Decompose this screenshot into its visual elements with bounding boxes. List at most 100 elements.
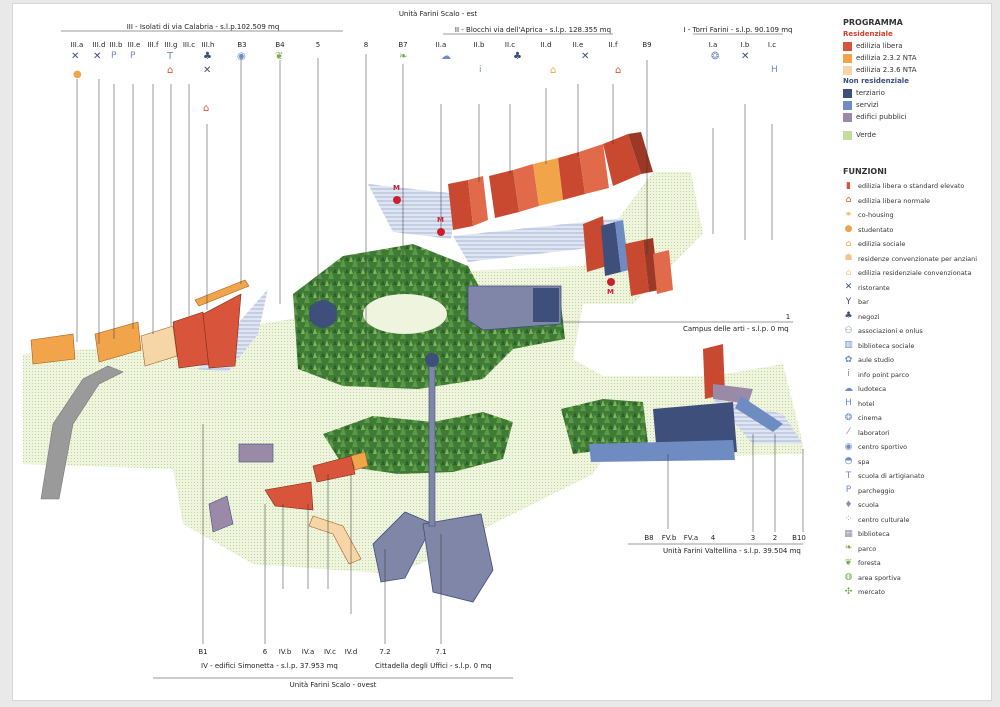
legend-nonresidential-label: edifici pubblici (856, 113, 907, 121)
legend-residential-swatch (843, 41, 852, 51)
plaza-north (368, 184, 458, 239)
code-II-b: II.b (473, 41, 485, 49)
social-house-icon: ⌂ (550, 65, 557, 76)
legend-function-item: ⌂edilizia libera normale (843, 194, 1000, 209)
legend-function-label: parcheggio (858, 486, 895, 495)
legend-function-label: biblioteca sociale (858, 341, 915, 350)
legend-function-item: ✣mercato (843, 585, 1000, 600)
code-IV-c: IV.c (323, 648, 337, 656)
metro-label: M (607, 288, 614, 296)
legend-green-label: Verde (856, 131, 877, 139)
legend-function-label: foresta (858, 559, 881, 568)
legend-function-label: scuola di artigianato (858, 472, 925, 481)
legend-nonresidential-swatch (843, 100, 852, 110)
header-unit-i: I - Torri Farini - s.l.p. 90.109 mq (683, 26, 793, 34)
legend-nonresidential-list: terziario servizi edifici pubblici (843, 87, 1000, 123)
legend-function-label: ristorante (858, 283, 890, 292)
lab-icon: ⁄ (847, 427, 850, 438)
legend-nonresidential-item: terziario (843, 87, 1000, 99)
legend-residential-swatch (843, 65, 852, 75)
legend-function-label: studentato (858, 225, 894, 234)
code-B10: B10 (792, 534, 806, 542)
forest-clearing (363, 294, 447, 334)
restaurant-icon: ✕ (93, 51, 102, 62)
toy-library-icon: ☁ (441, 51, 451, 62)
legend-function-label: aule studio (858, 356, 894, 365)
legend-function-item: ❧parco (843, 542, 1000, 557)
legend-function-label: residenze convenzionate per anziani (858, 254, 978, 263)
legend-green: Verde (843, 129, 1000, 141)
legend-function-label: edilizia libera o standard elevato (858, 182, 965, 191)
legend-function-item: ☗residenze convenzionate per anziani (843, 252, 1000, 267)
code-I-b: I.b (740, 41, 750, 49)
cohousing-icon: ⚭ (844, 209, 853, 220)
legend-function-item: ✿aule studio (843, 353, 1000, 368)
legend-function-label: ludoteca (858, 385, 887, 394)
forest-icon: ❦ (275, 51, 284, 62)
legend-function-item: ⌂edilizia residenziale convenzionata (843, 266, 1000, 281)
social-library-icon: ▥ (844, 340, 853, 351)
metro-markers (393, 196, 615, 286)
legend-functions-title: FUNZIONI (843, 167, 887, 176)
parking-icon: P (845, 485, 852, 496)
code-7-1: 7.1 (435, 648, 447, 656)
code-I-c: I.c (767, 41, 777, 49)
code-III-h: III.h (201, 41, 215, 49)
social-house-icon: ⌂ (845, 238, 852, 249)
code-III-f: III.f (147, 41, 159, 49)
legend-function-label: associazioni e onlus (858, 327, 923, 336)
blocks-simonetta (208, 443, 369, 565)
code-4: 4 (710, 534, 716, 542)
code-B7: B7 (398, 41, 408, 49)
legend-function-item: ❂cinema (843, 411, 1000, 426)
masterplan-map (23, 30, 804, 679)
leader-lines (61, 30, 804, 679)
legend-nonresidential-title: Non residenziale (843, 77, 909, 85)
library-icon: ▦ (844, 528, 853, 539)
spa-icon: ◓ (844, 456, 853, 467)
code-IV-a: IV.a (301, 648, 315, 656)
east-forest (561, 399, 648, 454)
student-icon: ● (73, 69, 82, 80)
green-swatch (843, 130, 852, 140)
code-B3: B3 (237, 41, 247, 49)
code-B1: B1 (198, 648, 208, 656)
legend-function-item: ☁ludoteca (843, 382, 1000, 397)
legend-function-label: centro sportivo (858, 443, 908, 452)
sport-center-icon: ◉ (237, 51, 246, 62)
code-IV-b: IV.b (278, 648, 292, 656)
blocks-aprica (448, 132, 653, 230)
header-simonetta: IV - edifici Simonetta - s.l.p. 37.953 m… (201, 662, 338, 670)
road-viaduct (40, 365, 124, 500)
shop-icon: ♣ (203, 51, 212, 62)
code-III-e: III.e (127, 41, 141, 49)
legend-nonresidential-item: servizi (843, 99, 1000, 111)
legend-function-item: ♣negozi (843, 310, 1000, 325)
legend-residential-label: edilizia 2.3.6 NTA (856, 66, 917, 74)
header-scalo-est: Unità Farini Scalo - est (398, 10, 478, 18)
code-III-c: III.c (182, 41, 196, 49)
metro-label: M (437, 216, 444, 224)
legend-function-item: ● studentato (843, 223, 1000, 238)
info-icon: i (847, 369, 850, 380)
legend-residential-item: edilizia 2.3.6 NTA (843, 64, 1000, 76)
code-FV-b: FV.b (661, 534, 677, 542)
code-6: 6 (262, 648, 268, 656)
cinema-icon: ❂ (844, 412, 853, 423)
craft-school-icon: T (167, 51, 174, 62)
house-icon: ⌂ (845, 195, 852, 206)
legend-nonresidential-swatch (843, 88, 852, 98)
code-1: 1 (785, 313, 791, 321)
code-II-c: II.c (504, 41, 516, 49)
code-III-d: III.d (92, 41, 106, 49)
legend-nonresidential-label: terziario (856, 89, 885, 97)
forest-icon: ❦ (844, 557, 853, 568)
header-valtellina: Unità Farini Valtellina - s.l.p. 39.504 … (663, 547, 801, 555)
legend-function-item: ✕ristorante (843, 281, 1000, 296)
school-icon: ♦ (844, 499, 853, 510)
house-icon: ⌂ (167, 65, 174, 76)
student-icon: ● (844, 224, 853, 235)
